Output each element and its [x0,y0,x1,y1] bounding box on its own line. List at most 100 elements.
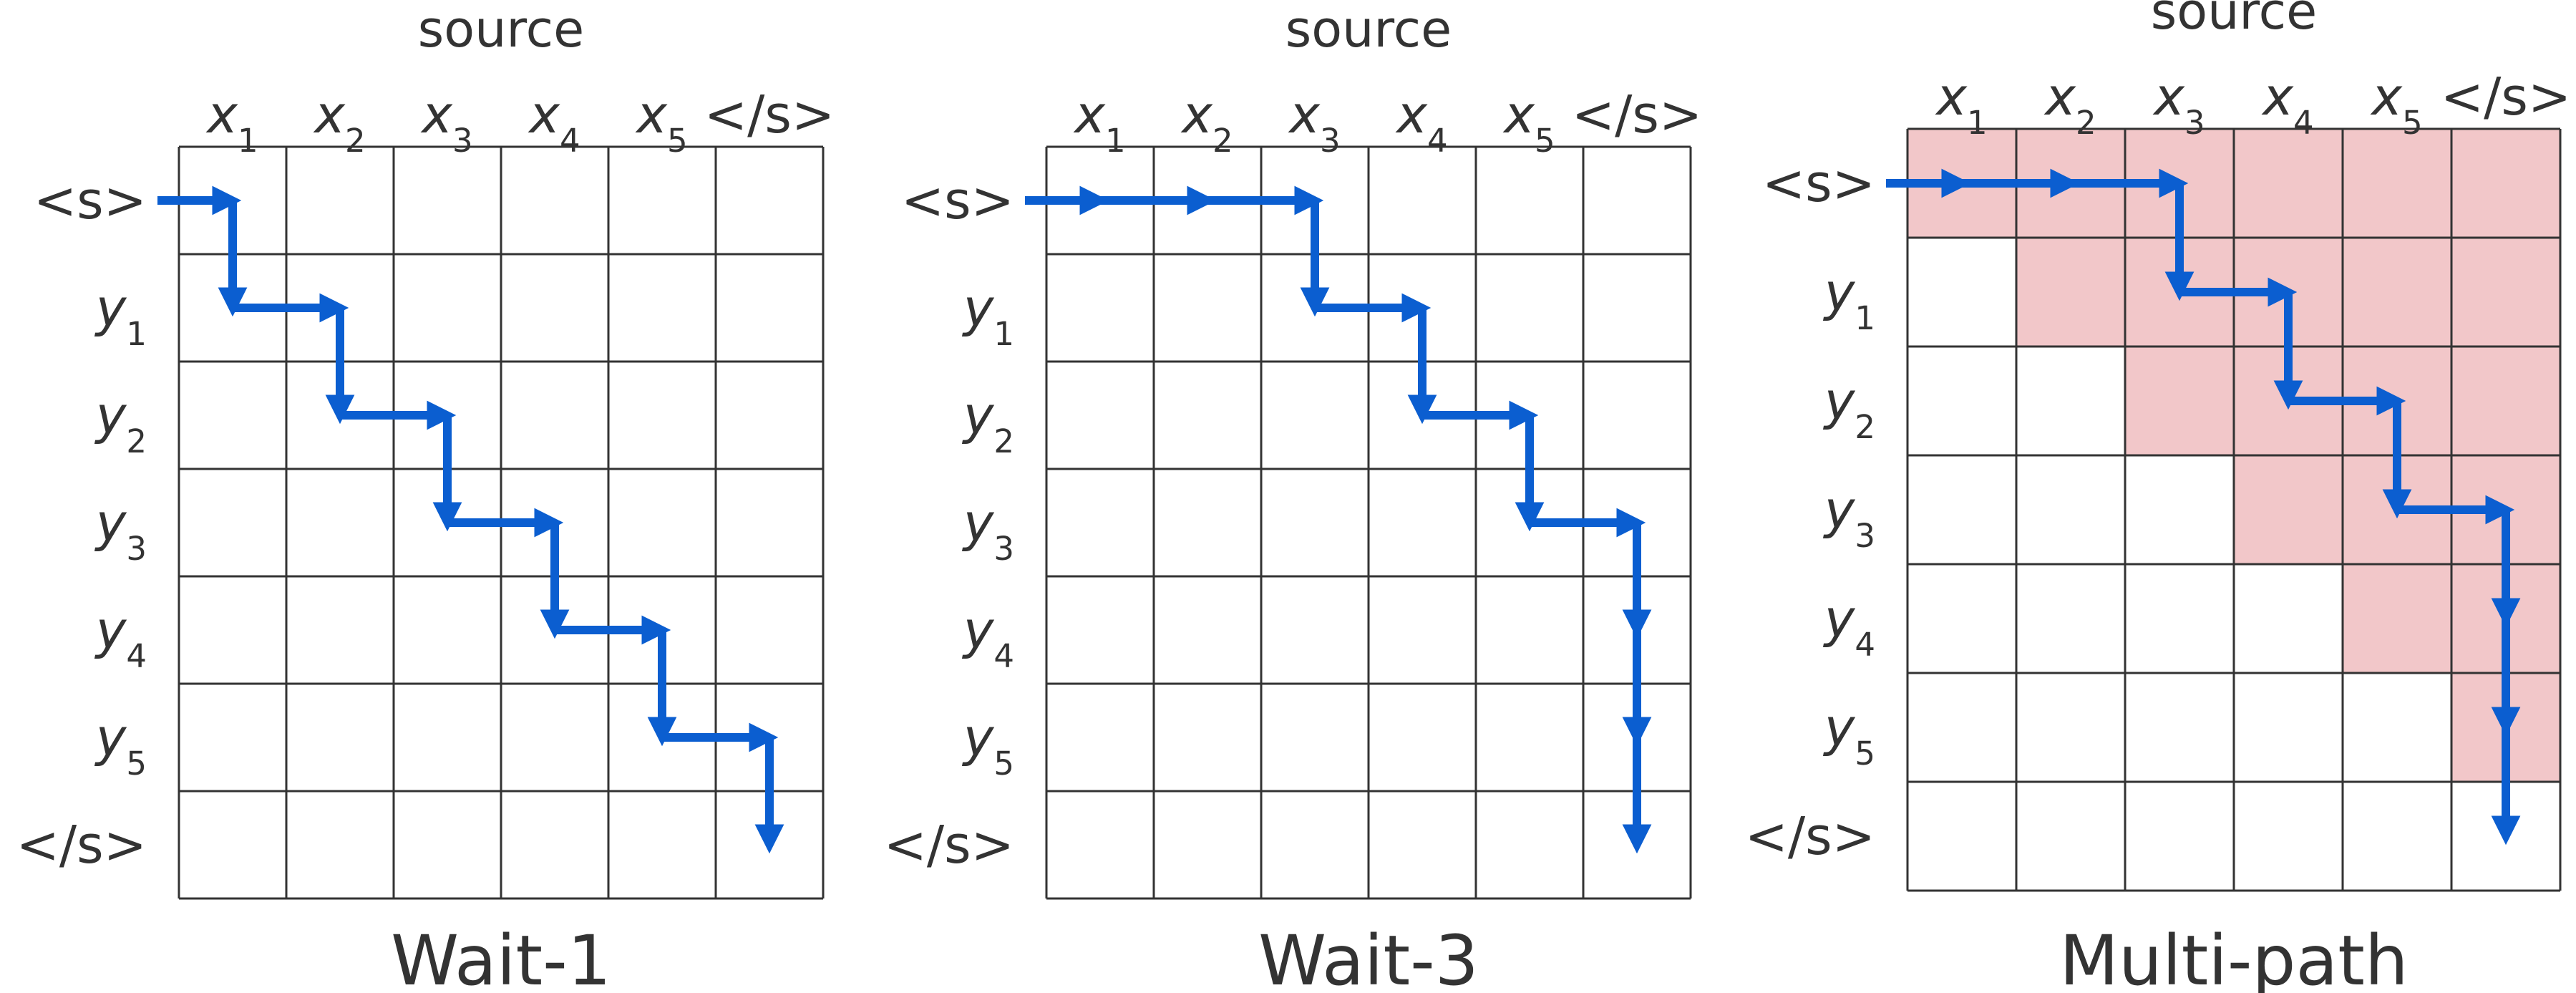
column-label-base: x [1935,67,1968,127]
row-label: </s> [884,815,1014,875]
row-label-subscript: 2 [126,422,147,460]
source-header: source [1285,0,1452,59]
shaded-cell [2234,129,2343,238]
row-label: </s> [1745,806,1875,866]
row-label: y1 [94,278,147,353]
row-label-base: </s> [16,815,147,875]
column-label: </s> [704,84,835,145]
column-label-base: x [2152,67,2185,127]
row-label-base: y [1823,262,1856,322]
row-label: y4 [94,600,147,675]
row-label-subscript: 4 [126,637,147,675]
column-label: x2 [2043,67,2096,142]
row-label: <s> [901,170,1014,231]
row-label: <s> [1762,153,1875,213]
column-label-base: x [420,84,453,145]
column-label-base: x [1502,84,1535,145]
column-label: x5 [1502,84,1555,160]
column-label-subscript: 1 [238,122,258,160]
shaded-cell [2451,238,2560,347]
shaded-cell [2016,238,2125,347]
row-label: y1 [1823,262,1875,337]
row-label: <s> [34,170,147,231]
row-label: y5 [1823,697,1875,772]
row-label-base: y [94,278,127,338]
column-label-base: x [1288,84,1321,145]
column-label-subscript: 1 [1105,122,1126,160]
row-label-subscript: 3 [993,530,1014,568]
row-label-base: y [1823,697,1856,757]
source-header: source [418,0,584,59]
panel-title: Wait-3 [1258,921,1479,993]
row-label-subscript: 3 [126,530,147,568]
column-label-base: </s> [2441,67,2571,127]
row-label-base: y [94,600,127,660]
row-label-subscript: 5 [1855,735,1875,772]
row-label-subscript: 2 [993,422,1014,460]
column-label-subscript: 4 [560,122,580,160]
column-label: x5 [635,84,687,160]
column-label-subscript: 2 [1212,122,1233,160]
row-label-base: <s> [901,170,1014,231]
row-label-subscript: 4 [1855,626,1875,664]
column-label: x1 [1935,67,1987,142]
column-label-base: x [528,84,560,145]
column-label-base: x [313,84,346,145]
row-label-base: y [962,493,995,553]
row-label-subscript: 5 [126,745,147,783]
row-label-subscript: 1 [1855,299,1875,337]
row-label-base: <s> [1762,153,1875,213]
panel-title: Wait-1 [391,921,611,993]
column-label-subscript: 3 [1320,122,1341,160]
shaded-cell [2125,347,2234,455]
row-label: y3 [94,493,147,568]
row-label-base: y [962,278,995,338]
row-label-base: y [962,385,995,445]
row-label-base: <s> [34,170,147,231]
row-label: y2 [94,385,147,460]
shaded-cell [2234,455,2343,564]
column-label-base: </s> [704,84,835,145]
column-label: </s> [1572,84,1702,145]
row-label-subscript: 3 [1855,517,1875,555]
column-label-subscript: 2 [345,122,366,160]
row-label-base: y [962,600,995,660]
row-label-subscript: 1 [993,315,1014,353]
column-label: x2 [1180,84,1233,160]
shaded-cell [2451,129,2560,238]
shaded-cell [2343,129,2451,238]
column-label: x5 [2370,67,2422,142]
column-label-base: x [635,84,668,145]
row-label-base: y [1823,480,1856,540]
row-label-subscript: 1 [126,315,147,353]
column-label: x4 [2261,67,2313,142]
source-header: source [2151,0,2317,41]
row-label-base: y [962,707,995,767]
column-label: </s> [2441,67,2571,127]
column-label-base: x [1395,84,1428,145]
column-label-subscript: 5 [1535,122,1555,160]
column-label-base: x [2370,67,2403,127]
shaded-cell [2343,238,2451,347]
row-label-base: y [94,385,127,445]
row-label: y3 [1823,480,1875,555]
column-label-base: x [2043,67,2076,127]
row-label: y2 [1823,371,1875,446]
row-label-subscript: 4 [993,637,1014,675]
column-label-base: x [205,84,238,145]
row-label: y3 [962,493,1014,568]
column-label-subscript: 1 [1967,104,1988,142]
row-label: y5 [962,707,1014,783]
row-label: y4 [962,600,1014,675]
column-label: x3 [2152,67,2205,142]
row-label: y1 [962,278,1014,353]
row-label-base: y [94,707,127,767]
column-label: x4 [1395,84,1447,160]
column-label-subscript: 5 [2402,104,2423,142]
row-label: y2 [962,385,1014,460]
column-label-subscript: 4 [2293,104,2314,142]
